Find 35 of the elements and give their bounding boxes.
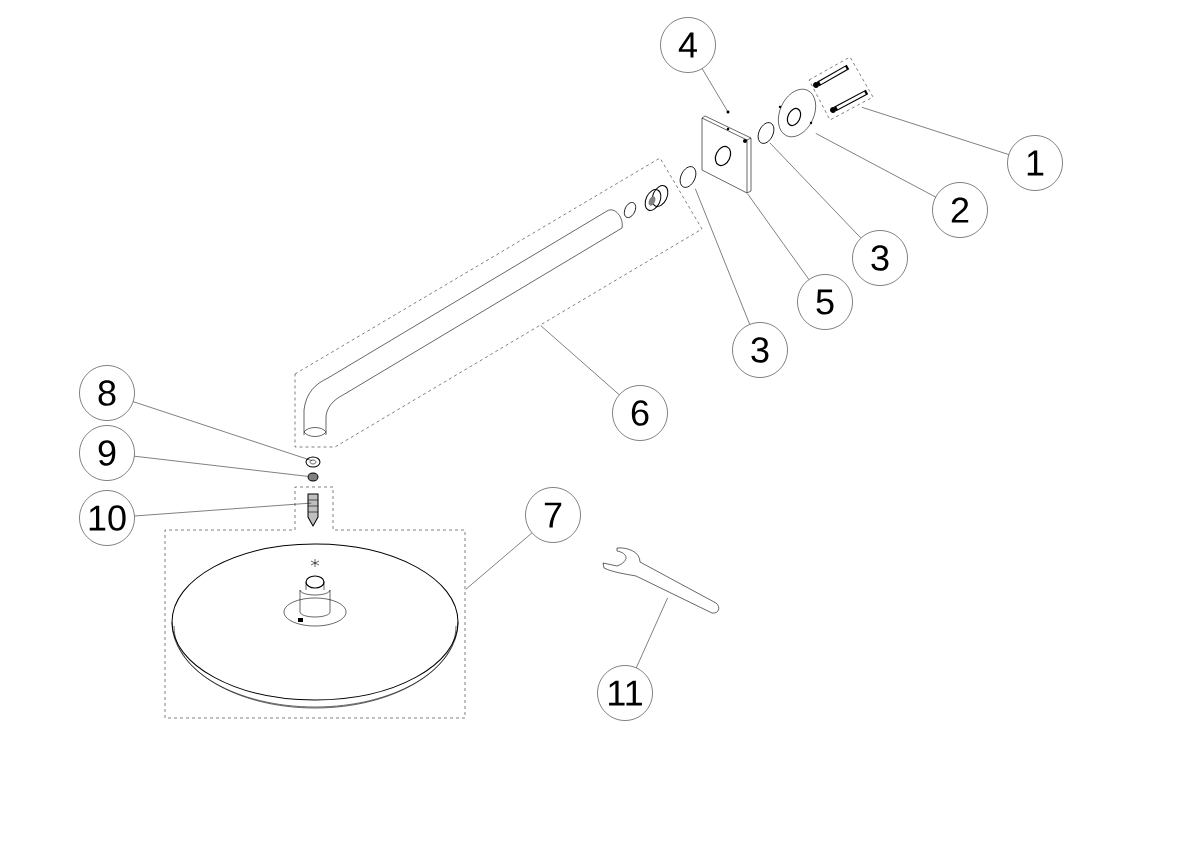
- shower-head-drawing: [164, 486, 466, 719]
- flange-drawing: [778, 88, 816, 138]
- o-ring-drawing: [679, 166, 697, 188]
- set-screw-drawing: [726, 110, 730, 114]
- callout-number: 1: [1007, 135, 1063, 191]
- callout-number: 4: [660, 17, 716, 73]
- leader-line: [695, 188, 750, 325]
- shower-arm-drawing: [294, 157, 703, 448]
- leader-line: [815, 133, 936, 198]
- callout-number: 6: [612, 385, 668, 441]
- washer-drawing: [305, 456, 321, 468]
- callout-number: 10: [79, 490, 135, 546]
- callout-number: 3: [732, 322, 788, 378]
- callout-number: 7: [525, 487, 581, 543]
- callout-number: 11: [597, 665, 653, 721]
- leader-line: [540, 325, 620, 395]
- screws-drawing: [808, 56, 874, 121]
- callout-number: 8: [79, 365, 135, 421]
- leader-line: [636, 597, 668, 668]
- callout-number: 9: [79, 425, 135, 481]
- leader-line: [702, 68, 728, 112]
- leader-line: [134, 455, 308, 477]
- leader-line: [769, 142, 862, 239]
- callout-number: 5: [797, 274, 853, 330]
- wrench-drawing: [602, 547, 720, 614]
- callout-number: 3: [852, 230, 908, 286]
- cover-plate-drawing: [701, 115, 752, 194]
- washer-drawing: [307, 472, 319, 482]
- leader-line: [747, 193, 810, 280]
- leader-line: [133, 401, 313, 461]
- leader-line: [134, 502, 312, 517]
- callout-number: 2: [932, 182, 988, 238]
- o-ring-drawing: [757, 122, 775, 144]
- leader-line: [861, 107, 1009, 155]
- leader-line: [465, 532, 533, 590]
